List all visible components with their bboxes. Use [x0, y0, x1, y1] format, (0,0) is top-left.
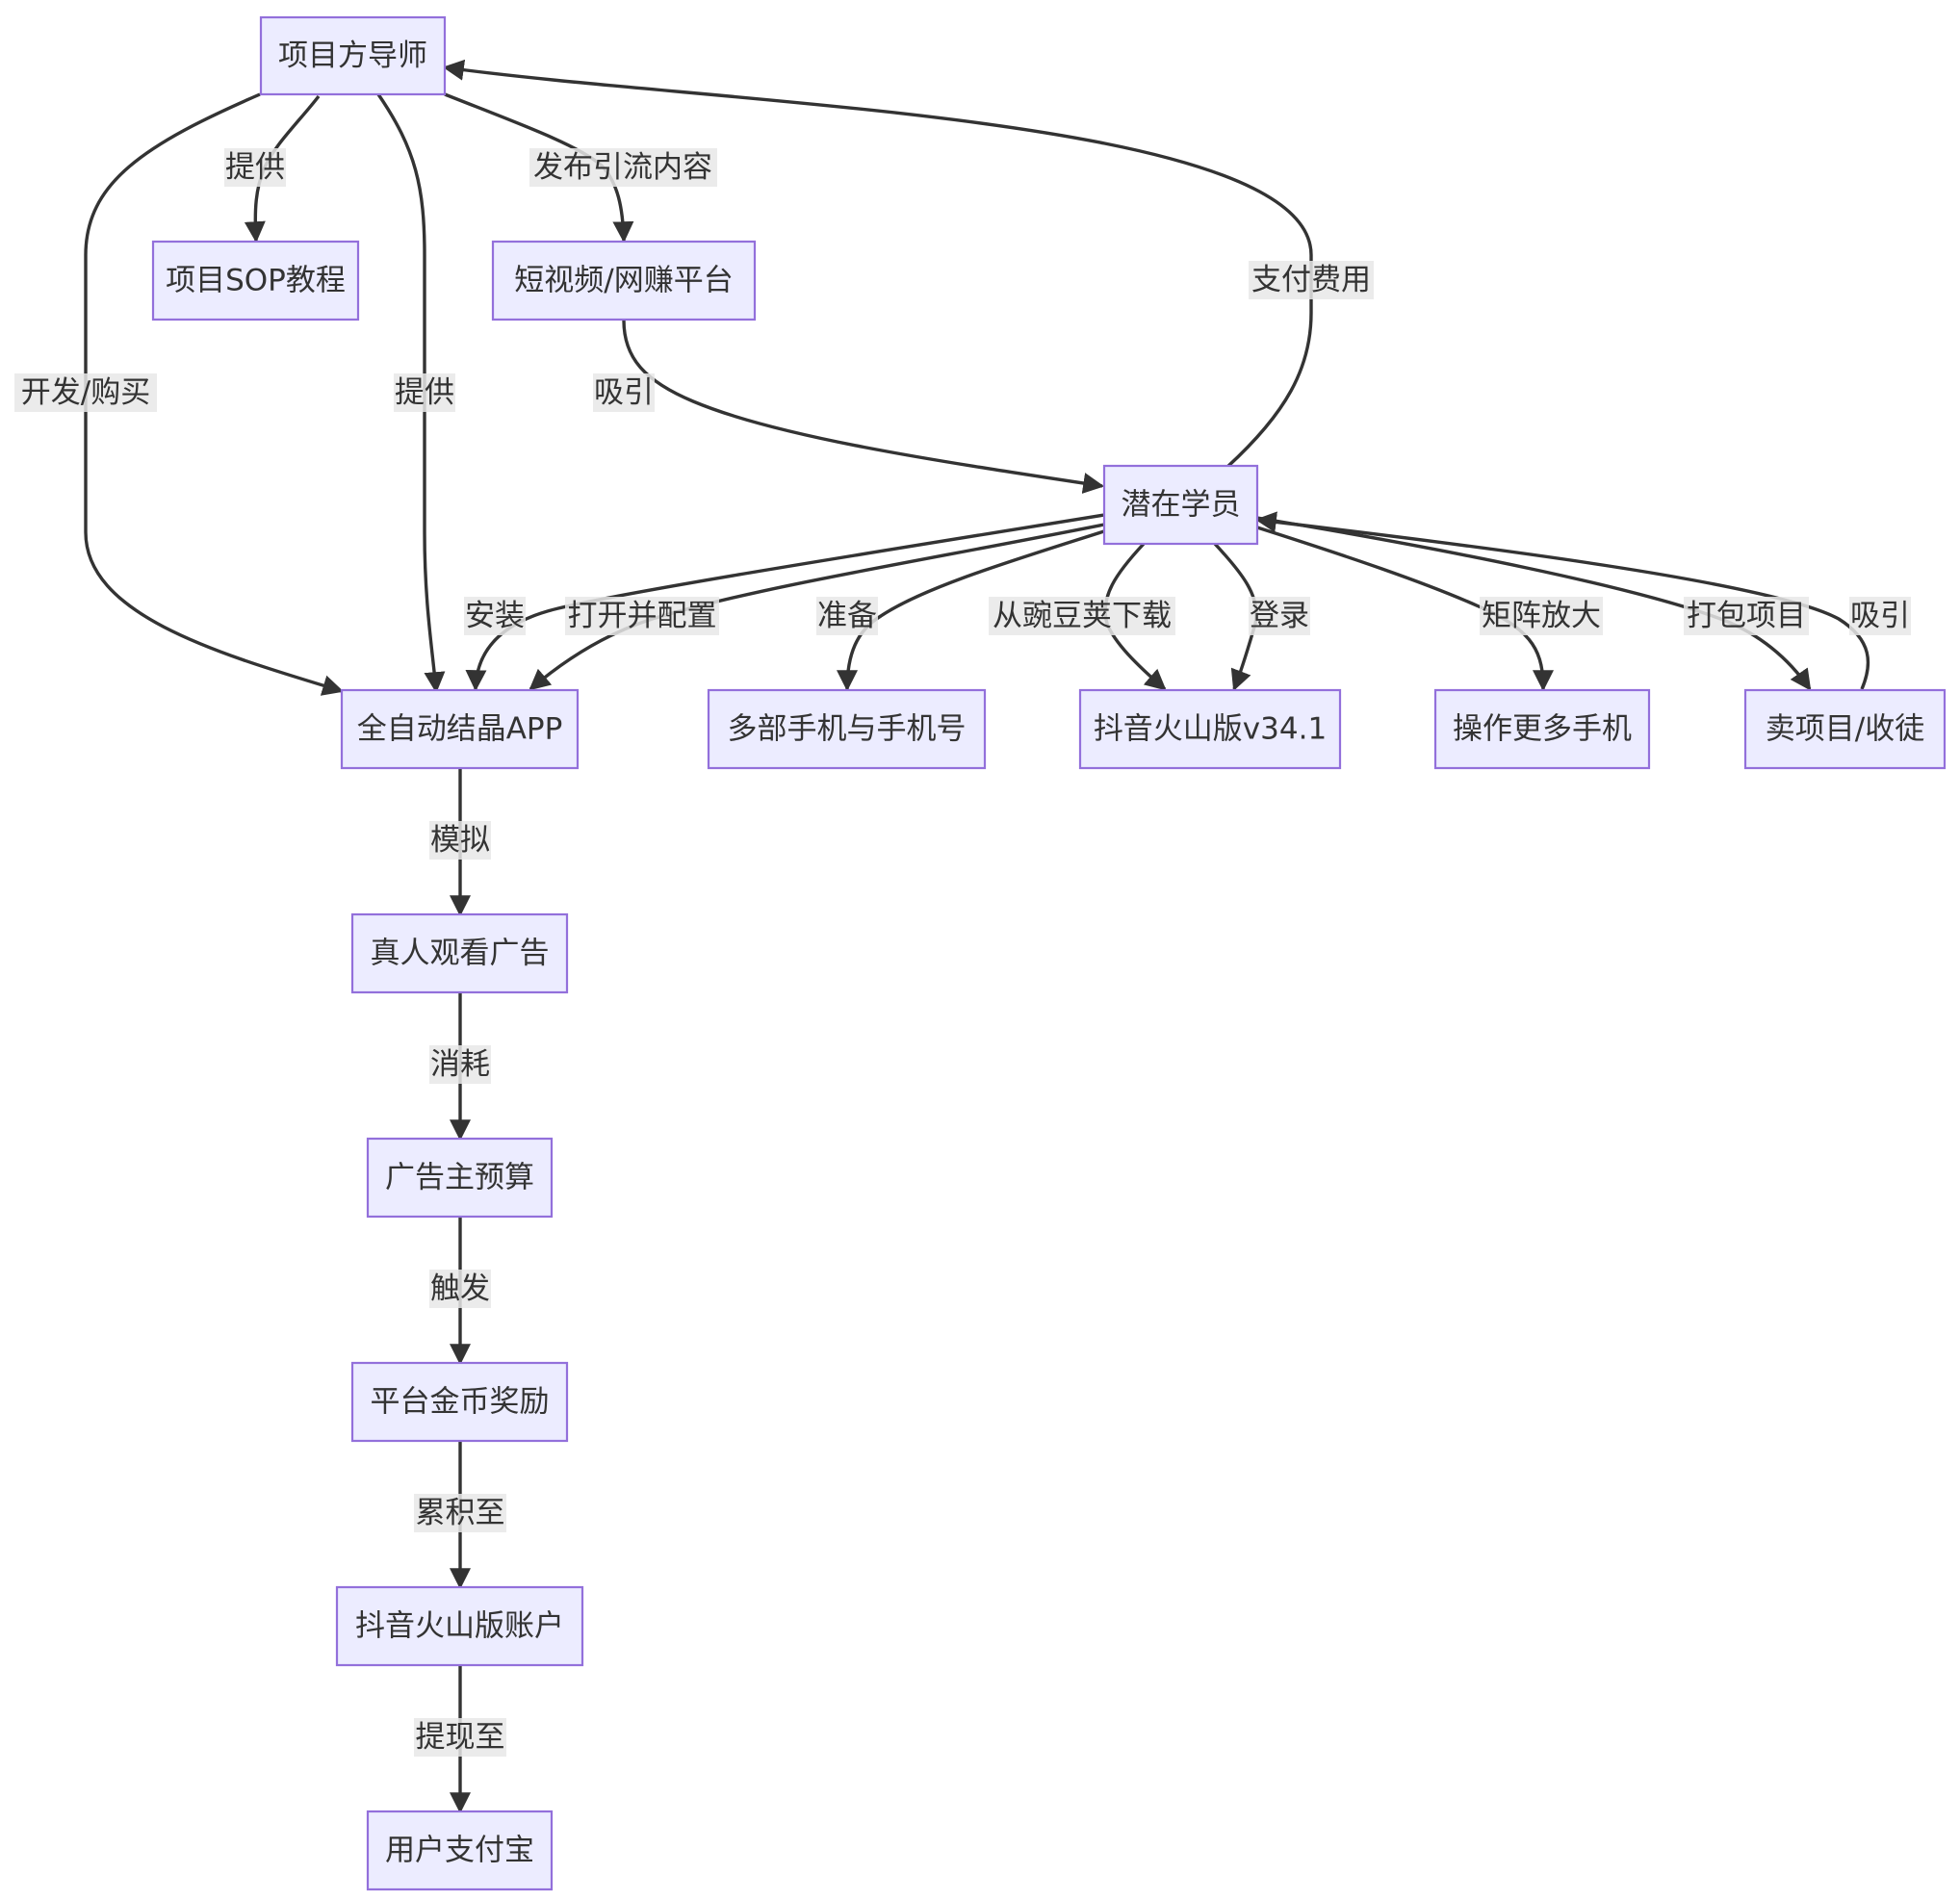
edge-student-more-phones — [1256, 526, 1554, 692]
edge-label-student-sell: 打包项目 — [1684, 597, 1809, 635]
edge-label-platform-student: 吸引 — [593, 373, 655, 412]
node-label: 抖音火山版v34.1 — [1094, 712, 1327, 747]
edge-label-student-more-phones: 矩阵放大 — [1480, 597, 1603, 635]
edge-label-student-phones: 准备 — [816, 597, 878, 635]
edge-label-text: 提供 — [225, 150, 285, 185]
node-budget[interactable]: 广告主预算 — [366, 1137, 554, 1219]
edge-label-mentor-app-provide: 提供 — [394, 373, 455, 412]
node-label: 抖音火山版账户 — [355, 1609, 564, 1644]
edge-label-sell-student: 吸引 — [1849, 597, 1911, 635]
node-label: 操作更多手机 — [1453, 712, 1632, 747]
edge-label-text: 安装 — [465, 599, 525, 633]
node-label: 项目方导师 — [278, 39, 427, 73]
node-mentor[interactable]: 项目方导师 — [259, 15, 447, 96]
edge-label-text: 支付费用 — [1251, 263, 1371, 297]
edge-label-text: 触发 — [430, 1271, 490, 1306]
node-student[interactable]: 潜在学员 — [1102, 464, 1259, 546]
edge-label-text: 矩阵放大 — [1482, 599, 1601, 633]
node-label: 广告主预算 — [385, 1161, 534, 1195]
edge-sell-student — [1254, 511, 1870, 690]
edge-label-text: 打包项目 — [1687, 599, 1806, 633]
node-label: 短视频/网赚平台 — [514, 264, 733, 298]
edge-platform-student — [622, 320, 1105, 494]
edge-label-app-watch: 模拟 — [429, 821, 491, 860]
edge-label-student-app-install: 安装 — [464, 597, 526, 635]
edge-label-text: 吸引 — [594, 375, 654, 410]
edge-label-student-douyin-download: 从豌豆荚下载 — [989, 597, 1175, 635]
edge-labels-layer: 提供 发布引流内容 开发/购买 提供 吸引 支付费用 安装 打开并配置 — [14, 148, 1911, 1757]
edge-label-student-app-config: 打开并配置 — [565, 597, 719, 635]
edge-label-watch-budget: 消耗 — [429, 1045, 491, 1084]
edge-label-text: 从豌豆荚下载 — [993, 599, 1172, 633]
edge-label-text: 消耗 — [430, 1047, 490, 1082]
node-account[interactable]: 抖音火山版账户 — [335, 1585, 584, 1667]
edge-label-mentor-platform: 发布引流内容 — [529, 148, 717, 187]
node-label: 潜在学员 — [1122, 488, 1241, 523]
node-sop[interactable]: 项目SOP教程 — [151, 240, 360, 321]
edges-layer — [84, 59, 1870, 1814]
edge-mentor-app-provide — [376, 93, 446, 694]
edge-label-text: 准备 — [817, 599, 877, 633]
edge-label-text: 开发/购买 — [21, 375, 150, 410]
edge-label-budget-coins: 触发 — [429, 1270, 491, 1308]
node-watch-ads[interactable]: 真人观看广告 — [350, 912, 569, 994]
node-more-phones[interactable]: 操作更多手机 — [1433, 688, 1651, 770]
edge-student-sell — [1256, 516, 1812, 691]
edge-label-text: 模拟 — [430, 823, 490, 858]
node-label: 卖项目/收徒 — [1766, 712, 1924, 747]
nodes-layer: 项目方导师 项目SOP教程 短视频/网赚平台 潜在学员 全自动结晶APP 多部手… — [151, 15, 1947, 1891]
node-sell[interactable]: 卖项目/收徒 — [1743, 688, 1947, 770]
edge-label-mentor-app-dev: 开发/购买 — [14, 373, 157, 412]
node-coins[interactable]: 平台金币奖励 — [350, 1361, 569, 1443]
edge-student-phones — [837, 529, 1105, 692]
node-phones[interactable]: 多部手机与手机号 — [707, 688, 987, 770]
edge-label-student-mentor: 支付费用 — [1249, 261, 1374, 299]
node-alipay[interactable]: 用户支付宝 — [366, 1810, 554, 1891]
node-label: 真人观看广告 — [371, 937, 550, 971]
edge-student-app-install — [465, 513, 1105, 692]
node-label: 多部手机与手机号 — [728, 712, 967, 747]
node-platform[interactable]: 短视频/网赚平台 — [491, 240, 757, 321]
edge-label-coins-account: 累积至 — [414, 1494, 506, 1532]
edge-label-text: 吸引 — [1850, 599, 1910, 633]
node-app[interactable]: 全自动结晶APP — [340, 688, 580, 770]
edge-mentor-app-dev — [84, 92, 345, 696]
edge-label-mentor-sop: 提供 — [224, 148, 286, 187]
node-label: 用户支付宝 — [385, 1834, 534, 1868]
node-label: 全自动结晶APP — [357, 712, 563, 747]
node-label: 项目SOP教程 — [166, 264, 346, 298]
edge-student-mentor — [442, 59, 1313, 469]
edge-label-text: 累积至 — [416, 1496, 505, 1530]
edge-student-app-config — [529, 523, 1105, 691]
edge-label-text: 提现至 — [416, 1720, 505, 1755]
edge-label-text: 提供 — [395, 375, 454, 410]
node-label: 平台金币奖励 — [371, 1385, 550, 1420]
edge-label-text: 登录 — [1250, 599, 1309, 633]
edge-label-text: 打开并配置 — [568, 599, 717, 633]
node-douyin[interactable]: 抖音火山版v34.1 — [1078, 688, 1342, 770]
edge-label-account-alipay: 提现至 — [414, 1718, 506, 1757]
edge-label-student-douyin-login: 登录 — [1249, 597, 1310, 635]
edge-label-text: 发布引流内容 — [533, 150, 712, 185]
